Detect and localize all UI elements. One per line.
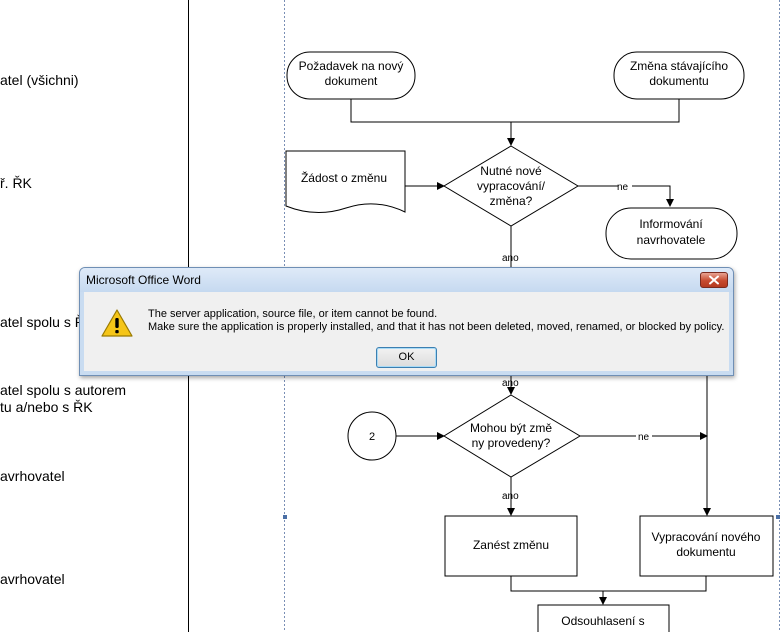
shape-text: vypracování/ xyxy=(477,179,546,193)
process-record-change xyxy=(444,515,578,577)
dialog-title-bar[interactable]: Microsoft Office Word xyxy=(80,268,733,292)
shape-text: Vypracování nového xyxy=(652,530,761,544)
shape-text: Žádost o změnu xyxy=(301,170,387,185)
dialog-message: The server application, source file, or … xyxy=(148,308,724,334)
shape-text: navrhovatele xyxy=(637,233,706,247)
selection-handle xyxy=(776,515,780,519)
swimlane-label: avrhovatel xyxy=(0,468,65,484)
ok-button[interactable]: OK xyxy=(376,347,437,368)
shape-text: Mohou být změ xyxy=(470,421,552,435)
connector-number: 2 xyxy=(369,431,375,443)
terminator-inform-proposer xyxy=(605,207,738,260)
swimlane-label: atel (všichni) xyxy=(0,72,79,88)
shape-text: ny provedeny? xyxy=(472,436,551,450)
swimlane-label: tu a/nebo s ŘK xyxy=(0,399,93,415)
close-icon xyxy=(709,275,719,285)
shape-text: Požadavek na nový xyxy=(299,59,404,73)
swimlane-label: atel spolu s autorem xyxy=(0,382,127,398)
shape-text: dokumentu xyxy=(649,74,708,88)
error-dialog: Microsoft Office Word The server applica… xyxy=(79,267,734,376)
connector-arrow xyxy=(578,185,674,207)
selection-handle xyxy=(283,515,287,519)
label-background xyxy=(636,430,652,442)
swimlane-label: ř. ŘK xyxy=(0,175,32,191)
process-approval xyxy=(537,604,670,632)
branch-label-no: ne xyxy=(617,182,629,193)
swimlane-label: atel spolu s Ř xyxy=(0,314,85,330)
branch-label-yes: ano xyxy=(502,491,519,502)
shape-text: Nutné nové xyxy=(480,164,542,178)
branch-label-no: ne xyxy=(638,432,650,443)
branch-label-yes: ano xyxy=(502,253,519,264)
connector-line xyxy=(350,99,680,123)
dialog-body: The server application, source file, or … xyxy=(84,292,729,371)
message-line: Make sure the application is properly in… xyxy=(148,321,725,333)
shape-text: změna? xyxy=(490,194,533,208)
connector-line xyxy=(510,576,707,592)
shape-text: dokument xyxy=(325,74,378,88)
swimlane-label: avrhovatel xyxy=(0,571,65,587)
shape-text: Informování xyxy=(639,217,703,231)
label-background xyxy=(618,181,632,193)
shape-text: Zanést změnu xyxy=(473,538,549,552)
process-create-new-document xyxy=(639,515,774,577)
warning-icon xyxy=(101,309,133,337)
close-button[interactable] xyxy=(700,272,728,288)
document-change-request xyxy=(285,150,406,213)
message-line: The server application, source file, or … xyxy=(148,308,438,320)
shape-text: Odsouhlasení s xyxy=(561,614,644,628)
shape-text: Změna stávajícího xyxy=(630,59,728,73)
dialog-title: Microsoft Office Word xyxy=(86,273,201,287)
shape-text: dokumentu xyxy=(676,545,735,559)
